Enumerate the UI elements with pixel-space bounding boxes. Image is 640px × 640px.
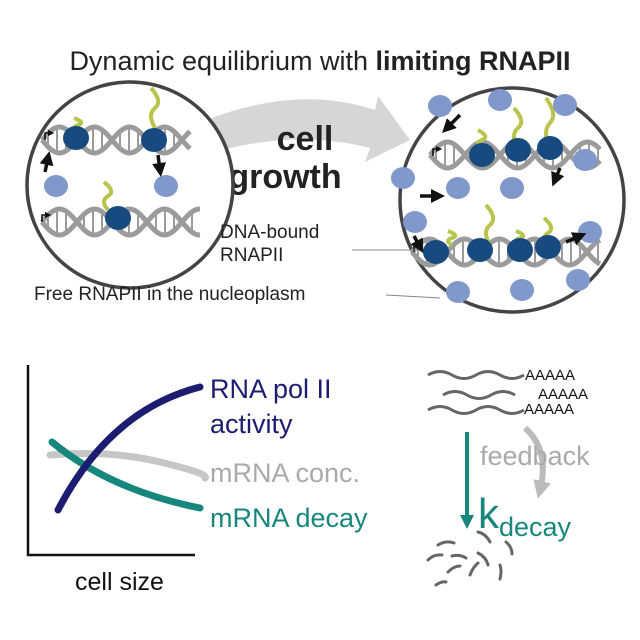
plot-axes [26,365,195,557]
cells-group [25,80,626,314]
dna-bound-label-2: RNAPII [220,245,283,266]
rna-tail [149,86,161,130]
dna-bound-rnapii [467,238,493,262]
dna-strand [40,124,192,156]
transition-arrow [442,113,462,133]
dna-strand [40,206,201,238]
pol-ii-activity-curve [54,383,204,514]
k-decay-label: kdecay [478,490,572,542]
free-rnapii [488,89,512,111]
transition-arrow [39,151,54,173]
cell-label: cell [277,120,334,158]
free-rnapii [403,211,427,233]
polya-tail-2: AAAAA [538,386,588,403]
dna-bound-rnapii [141,128,167,152]
feedback-arrow [522,425,551,499]
mrna-strands [427,370,525,415]
large-nucleus [398,86,626,314]
rna-tail [484,203,496,247]
dna-bound-label: DNA-bound [220,222,319,243]
free-rnapii [428,95,452,117]
free-rnapii [446,281,470,303]
dna-bound-rnapii [507,238,533,262]
free-rnapii [573,149,597,171]
dna-bound-rnapii [537,136,563,160]
free-rnapii [553,94,577,116]
rna-tail [446,229,458,247]
promoter-icon [432,145,443,156]
free-rnapii [154,175,178,197]
growth-arrow [212,96,410,162]
free-rnapii [510,279,534,301]
free-rnapii [44,175,68,197]
mrna-conc-curve [46,450,209,482]
transition-arrow [152,154,167,177]
mrna-decay-curve [48,438,204,512]
series-label-pol-ii-2: activity [210,409,293,439]
transition-arrow [565,232,587,246]
promoter-icon [44,129,55,140]
promoter-icon [41,211,52,222]
dna-bound-rnapii [505,138,531,162]
transition-arrow [551,167,565,187]
dna-bound-rnapii [105,206,131,230]
degraded-mrna-fragments [426,530,514,587]
dna-strand [428,139,602,171]
free-rnapii [391,167,415,189]
free-leader [385,294,441,299]
dna-bound-rnapii [535,235,561,259]
growth-label: growth [228,158,341,196]
dna-strand [40,124,192,156]
series-label-mrna-conc: mRNA conc. [210,458,360,488]
polya-tail-3: AAAAA [524,401,574,418]
free-rnapii-label: Free RNAPII in the nucleoplasm [34,284,305,305]
free-rnapii [578,221,602,243]
dna-bound-rnapii [63,126,89,150]
x-axis-label: cell size [75,568,164,596]
dna-bound-rnapii [423,240,449,264]
polya-tail-1: AAAAA [525,367,575,384]
series-label-mrna-decay: mRNA decay [210,503,368,533]
dna-bound-rnapii [469,143,495,167]
series-label-pol-ii: RNA pol II [210,374,332,404]
free-rnapii [500,177,524,199]
free-rnapii [566,269,590,291]
feedback-label: feedback [480,441,590,471]
free-rnapii [446,177,470,199]
rna-tail [102,180,114,212]
page-title: Dynamic equilibrium with limiting RNAPII [69,46,570,76]
